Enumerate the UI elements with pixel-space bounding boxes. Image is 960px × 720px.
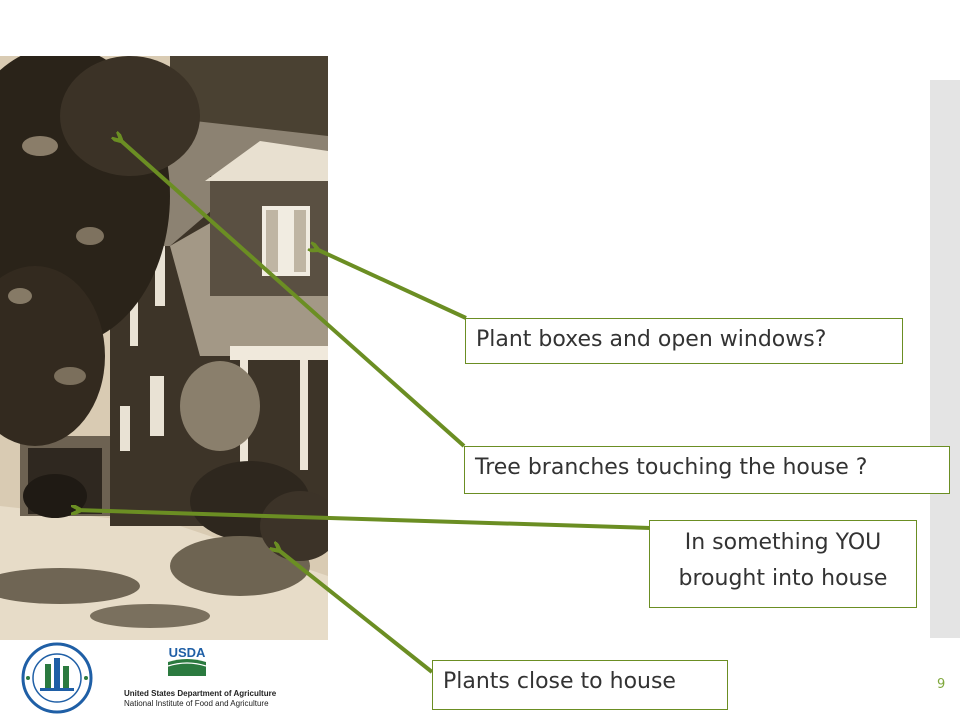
callout-brought-in-line2: brought into house <box>678 566 888 591</box>
house-photo <box>0 56 328 640</box>
arrow-plant-boxes <box>314 248 467 320</box>
callout-brought-in: In something YOU brought into house <box>649 520 917 608</box>
callout-plant-boxes: Plant boxes and open windows? <box>465 318 903 364</box>
callout-plants-close-text: Plants close to house <box>443 669 676 694</box>
usda-institute: National Institute of Food and Agricultu… <box>124 699 269 708</box>
callout-tree-branches: Tree branches touching the house ? <box>464 446 950 494</box>
right-sidebar-bar <box>930 80 960 638</box>
callout-brought-in-line1: In something YOU <box>684 530 882 555</box>
hud-seal-logo <box>14 642 100 714</box>
callout-plants-close: Plants close to house <box>432 660 728 710</box>
usda-name: United States Department of Agriculture <box>124 689 277 698</box>
callout-plant-boxes-text: Plant boxes and open windows? <box>476 327 827 352</box>
usda-badge: USDA <box>166 644 208 678</box>
usda-wordmark: USDA <box>169 645 206 660</box>
callout-tree-branches-text: Tree branches touching the house ? <box>475 455 868 480</box>
usda-logo: USDA United States Department of Agricul… <box>124 644 276 712</box>
page-number: 9 <box>937 677 946 692</box>
